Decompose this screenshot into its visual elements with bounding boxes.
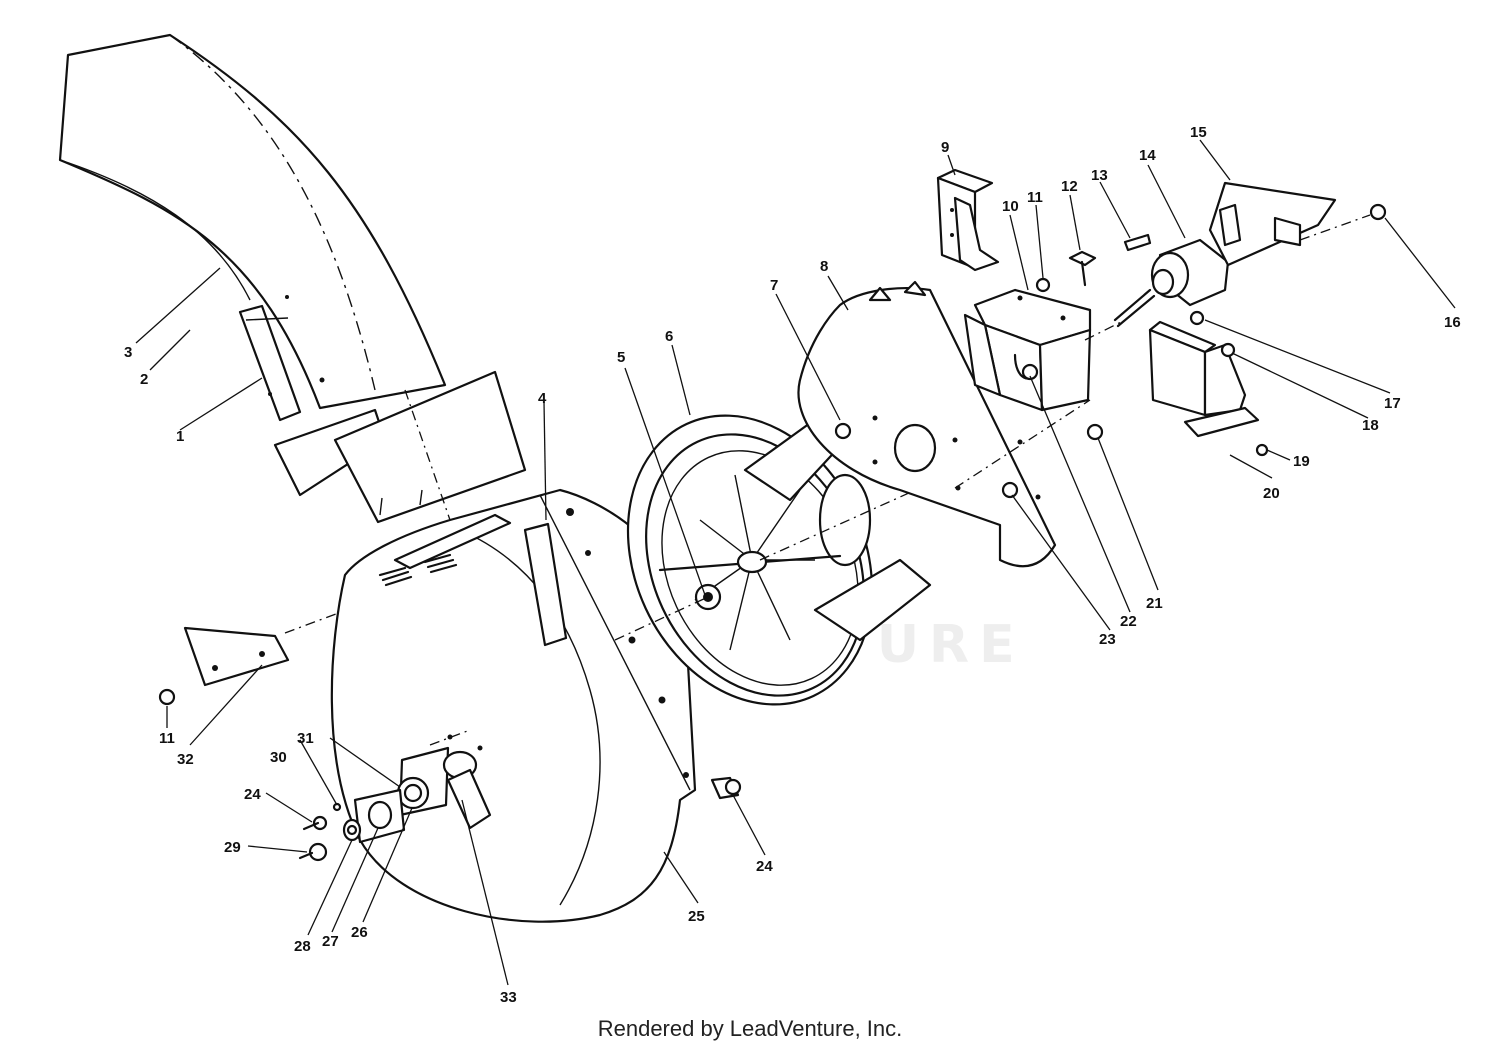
- callout-4: 4: [538, 390, 547, 407]
- callout-numbers: 1 2 3 4 5 6 7 8 9 10 11 12 13 14 15 16 1…: [124, 124, 1461, 1006]
- thumb-screw: [1068, 233, 1152, 287]
- upper-bracket: [936, 168, 1000, 272]
- footer-credit: Rendered by LeadVenture, Inc.: [597, 1016, 903, 1041]
- callout-1: 1: [176, 428, 184, 445]
- callout-8: 8: [820, 258, 828, 275]
- callout-21: 21: [1146, 595, 1163, 612]
- callout-24-right: 24: [756, 858, 773, 875]
- callout-5: 5: [617, 349, 625, 366]
- impeller: [614, 403, 961, 706]
- callout-23: 23: [1099, 631, 1116, 648]
- bolt-24-right: [710, 776, 742, 800]
- callout-2: 2: [140, 371, 148, 388]
- side-bracket: [1148, 310, 1269, 457]
- callout-14: 14: [1139, 147, 1156, 164]
- callout-3: 3: [124, 344, 132, 361]
- callout-32: 32: [177, 751, 194, 768]
- callout-13: 13: [1091, 167, 1108, 184]
- back-plate: [797, 280, 1091, 568]
- callout-16: 16: [1444, 314, 1461, 331]
- callout-31: 31: [297, 730, 314, 747]
- callout-12: 12: [1061, 178, 1078, 195]
- chute-bracket: [238, 295, 302, 422]
- discharge-chute: [58, 33, 447, 410]
- callout-28: 28: [294, 938, 311, 955]
- callout-11-top: 11: [1027, 189, 1043, 206]
- callout-33: 33: [500, 989, 517, 1006]
- leader-lines: [135, 139, 1456, 986]
- callout-15: 15: [1190, 124, 1207, 141]
- callout-27: 27: [322, 933, 339, 950]
- small-hardware: [1001, 423, 1104, 499]
- callout-22: 22: [1120, 613, 1137, 630]
- callout-9: 9: [941, 139, 949, 156]
- callout-29: 29: [224, 839, 241, 856]
- callout-17: 17: [1384, 395, 1401, 412]
- callout-20: 20: [1263, 485, 1280, 502]
- callout-24-left: 24: [244, 786, 261, 803]
- callout-11-left: 11: [159, 730, 175, 747]
- callout-10: 10: [1002, 198, 1019, 215]
- callout-26: 26: [351, 924, 368, 941]
- callout-7: 7: [770, 277, 778, 294]
- motor-mount-bracket: [963, 277, 1092, 412]
- mounting-plate: [158, 589, 401, 706]
- motor: [1084, 238, 1230, 341]
- callout-18: 18: [1362, 417, 1379, 434]
- deflector-plates: [273, 370, 527, 524]
- bearing-assembly: [298, 729, 492, 862]
- callout-25: 25: [688, 908, 705, 925]
- callout-6: 6: [665, 328, 673, 345]
- callout-19: 19: [1293, 453, 1310, 470]
- motor-plate: [1208, 181, 1387, 267]
- blower-housing: [330, 488, 697, 923]
- callout-30: 30: [270, 749, 287, 766]
